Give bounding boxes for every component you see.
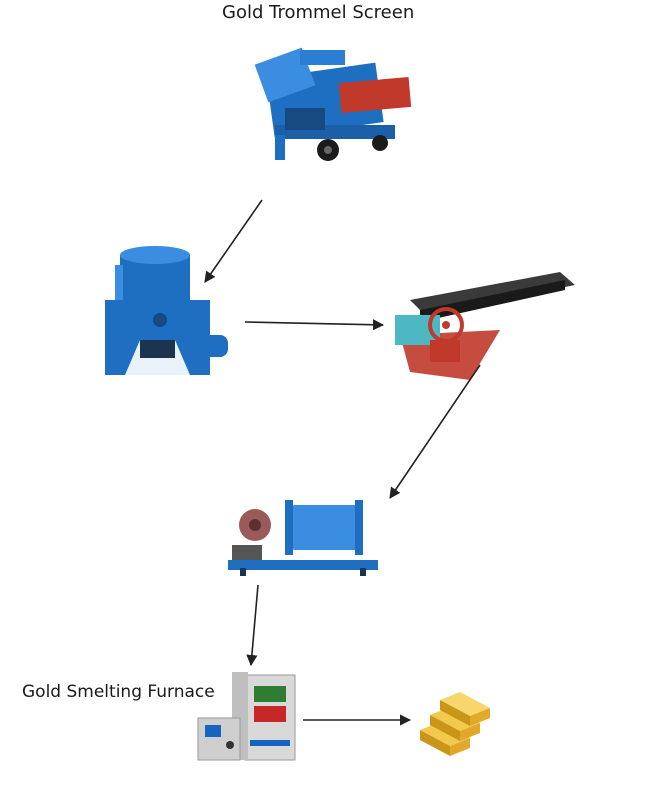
- trommel-screen-icon: [254, 47, 412, 161]
- gold-bars-icon: [420, 692, 490, 756]
- centrifugal-concentrator-icon: [105, 246, 228, 375]
- trommel-label: Gold Trommel Screen: [222, 2, 415, 23]
- arrow-trommel-to-centrifugal: [204, 199, 263, 283]
- smelting-furnace-icon: [197, 672, 296, 761]
- shaking-table-icon: [395, 272, 575, 380]
- furnace-label: Gold Smelting Furnace: [22, 682, 215, 702]
- arrow-ballmill-to-furnace: [246, 584, 259, 667]
- arrow-centrifugal-to-table: [244, 319, 385, 331]
- amalgamation-ball-mill-icon: [228, 500, 378, 576]
- arrow-table-to-ballmill: [389, 364, 481, 499]
